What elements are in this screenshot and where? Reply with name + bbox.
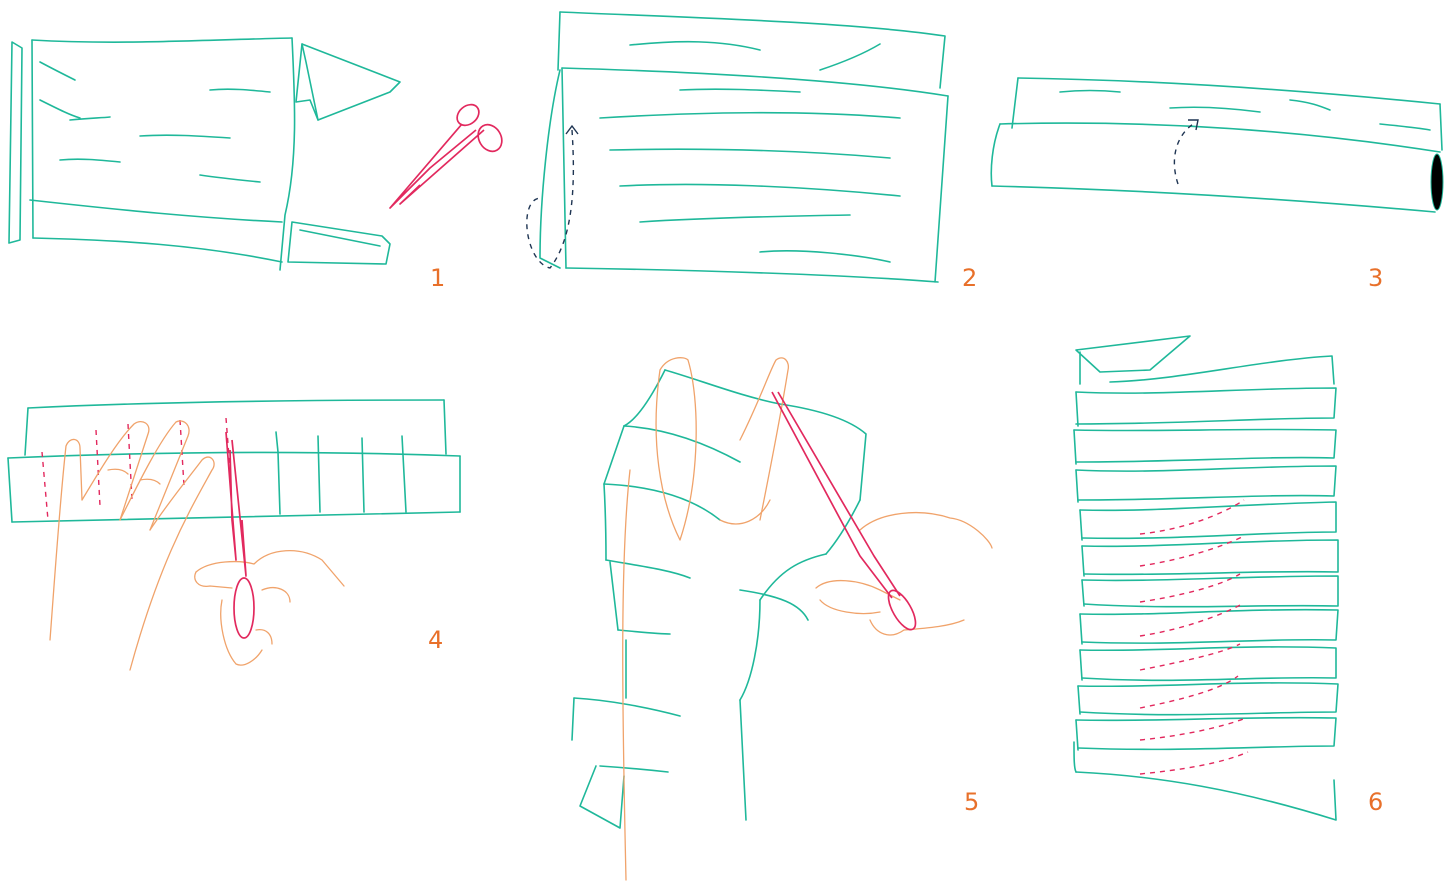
sleeve-top-shape (296, 44, 400, 120)
fold-over-arrow-icon (1174, 120, 1198, 184)
step-4-illustration (8, 400, 460, 670)
step-number-3: 3 (1368, 266, 1383, 290)
step-number-1: 1 (430, 266, 445, 290)
tshirt-body-shape (9, 38, 295, 270)
double-folded-tshirt-shape (991, 78, 1443, 212)
folded-tshirt-shape (540, 12, 948, 282)
step-number-6: 6 (1368, 790, 1383, 814)
step-number-4: 4 (428, 628, 443, 652)
cut-strips-stack-shape (1074, 336, 1338, 820)
scissors-icon (390, 100, 507, 208)
step-number-2: 2 (962, 266, 977, 290)
step-5-illustration (572, 358, 992, 880)
step-1-illustration (9, 38, 507, 270)
scissors-icon (772, 392, 921, 634)
stretched-strips-shape (572, 370, 866, 828)
step-6-illustration (1074, 336, 1338, 820)
fold-up-arrow-icon (527, 126, 578, 268)
diagonal-cut-lines-icon (1140, 500, 1248, 774)
scissors-icon (226, 432, 254, 638)
step-number-5: 5 (964, 790, 979, 814)
step-2-illustration (527, 12, 948, 282)
sleeve-bottom-shape (288, 222, 390, 264)
right-hand-icon (195, 551, 344, 665)
left-hand-icon (50, 421, 214, 670)
left-hand-icon (623, 358, 789, 880)
step-3-illustration (991, 78, 1443, 212)
